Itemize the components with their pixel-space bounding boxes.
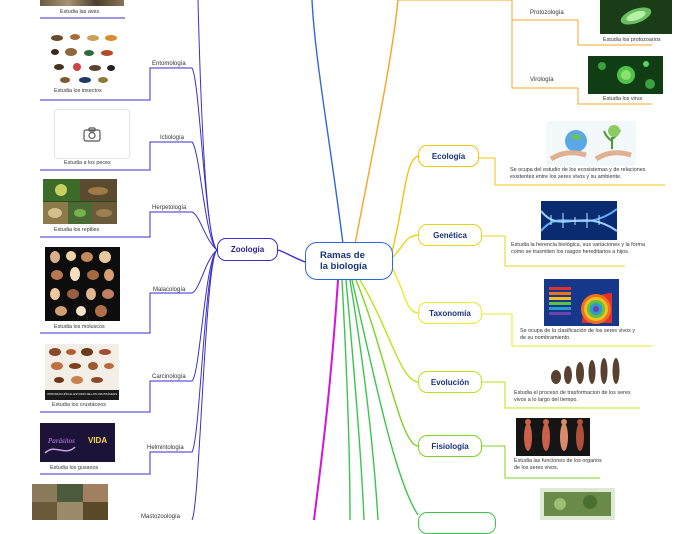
green-partial-node[interactable] — [418, 512, 496, 534]
fisiologia-label: Fisiología — [431, 441, 469, 451]
ecology-image — [546, 121, 636, 166]
worms-image: Parásitos VIDA — [40, 423, 115, 462]
protozologia-label: Protozología — [530, 10, 564, 16]
taxonomia-desc: Se ocupa de la clasificación de los sere… — [520, 328, 636, 341]
connector-genetica — [391, 234, 419, 259]
helmintologia-label: Helmintología — [147, 445, 184, 451]
fisiologia-node[interactable]: Fisiología — [418, 435, 482, 457]
connector-green-2 — [349, 279, 379, 520]
connector-green-3 — [345, 279, 365, 520]
connector-magenta — [313, 279, 339, 520]
protozologia-desc: Estudia los protozoarios — [603, 37, 661, 43]
zoologia-node[interactable]: Zoología — [217, 238, 278, 261]
crustaceans-image: INTRODUCCIÓN AL ESTUDIO DE LOS CRUSTÁCEO… — [45, 344, 119, 400]
connector-green-1 — [351, 279, 419, 516]
reptiles-image — [43, 179, 117, 224]
zoo-connector-helmintologia — [40, 249, 218, 475]
zoo-connector-herpetologia — [40, 211, 218, 251]
fisiologia-desc: Estudia las funciones de los organos de … — [514, 458, 602, 471]
entomologia-label: Entomología — [152, 61, 186, 67]
entomologia-desc: Estudia los insectos — [54, 88, 102, 94]
helmintologia-desc: Estudia los gusanos — [50, 465, 99, 471]
camera-icon — [83, 126, 101, 142]
evolucion-label: Evolución — [430, 377, 470, 387]
connector-evolucion — [359, 279, 419, 383]
ictiologia-label: Ictiología — [160, 135, 185, 141]
zoo-connector-mastozoologia — [191, 249, 218, 520]
virologia-label: Virología — [530, 77, 554, 83]
zoo-connector-aves — [197, 0, 218, 251]
zoologia-label: Zoología — [230, 245, 265, 254]
aves-image — [40, 0, 124, 6]
taxonomia-node[interactable]: Taxonomía — [418, 302, 482, 324]
ecologia-node[interactable]: Ecología — [418, 145, 479, 167]
genetics-image — [541, 201, 617, 240]
malacologia-desc: Estudia los moluscos — [54, 324, 105, 330]
connector-orange-top — [354, 0, 399, 245]
zoo-connector-ictiologia — [40, 141, 218, 251]
connector-zoologia — [277, 249, 306, 263]
fish-image-placeholder — [54, 109, 130, 159]
ecologia-label: Ecología — [431, 151, 466, 161]
central-node[interactable]: Ramas de la biología — [305, 242, 393, 280]
genetica-desc: Estudia la herencia biológica, sus varia… — [511, 242, 645, 255]
ictiologia-desc: Estudia a los peces — [64, 160, 111, 166]
crustacean-image-text: INTRODUCCIÓN AL ESTUDIO DE LOS CRUSTÁCEO… — [47, 391, 117, 396]
underline-evolucion — [482, 381, 640, 409]
herpetologia-desc: Estudia los reptiles — [54, 227, 100, 233]
virus-image — [588, 56, 663, 94]
mammals-image — [32, 484, 108, 520]
insects-image — [45, 30, 122, 86]
connector-ecologia — [391, 155, 419, 253]
evolucion-desc: Estudia el proceso de trasformacion de l… — [514, 390, 631, 403]
evolucion-node[interactable]: Evolución — [418, 371, 482, 393]
worm-image-word2: VIDA — [88, 436, 107, 445]
evolution-image — [548, 355, 623, 387]
genetica-node[interactable]: Genética — [418, 224, 482, 246]
physiology-image — [516, 418, 590, 456]
underline-fisiologia — [482, 445, 600, 479]
mollusks-image — [45, 247, 120, 321]
zoo-connector-malacologia — [40, 249, 218, 334]
zoo-connector-carcinologia — [40, 249, 218, 413]
malacologia-label: Malacología — [153, 287, 186, 293]
zoo-connector-entomologia — [40, 67, 218, 251]
connector-taxonomia — [391, 267, 419, 314]
virologia-desc: Estudia los virus — [603, 96, 643, 102]
carcinologia-desc: Estudia los crustáceos — [52, 402, 106, 408]
mastozoologia-label: Mastozoología — [141, 514, 181, 520]
connector-fisiologia — [355, 279, 419, 447]
underline-genetica — [482, 235, 625, 267]
underline-taxonomia — [482, 313, 652, 347]
underline-virus — [577, 88, 652, 105]
taxonomia-label: Taxonomía — [429, 308, 471, 318]
central-node-label: Ramas de la biología — [320, 250, 367, 272]
carcinologia-label: Carcinología — [152, 374, 186, 380]
herpetologia-label: Herpetología — [152, 205, 187, 211]
connector-blue-top — [311, 0, 344, 245]
genetica-label: Genética — [433, 230, 467, 240]
worm-image-word1: Parásitos — [47, 437, 75, 445]
underline-ecologia — [478, 157, 665, 186]
taxonomy-image — [544, 279, 619, 326]
protozoa-image — [600, 0, 672, 34]
connector-green-4 — [341, 279, 351, 520]
aves-desc: Estudia las aves — [60, 9, 100, 15]
underline-protozoarios — [577, 20, 652, 46]
ecologia-desc: Se ocupa del estudio de los ecosistemas … — [510, 167, 646, 180]
mind-map-canvas — [40, 0, 665, 520]
green-partial-image — [540, 488, 615, 520]
connector-orange-stem — [511, 0, 578, 89]
